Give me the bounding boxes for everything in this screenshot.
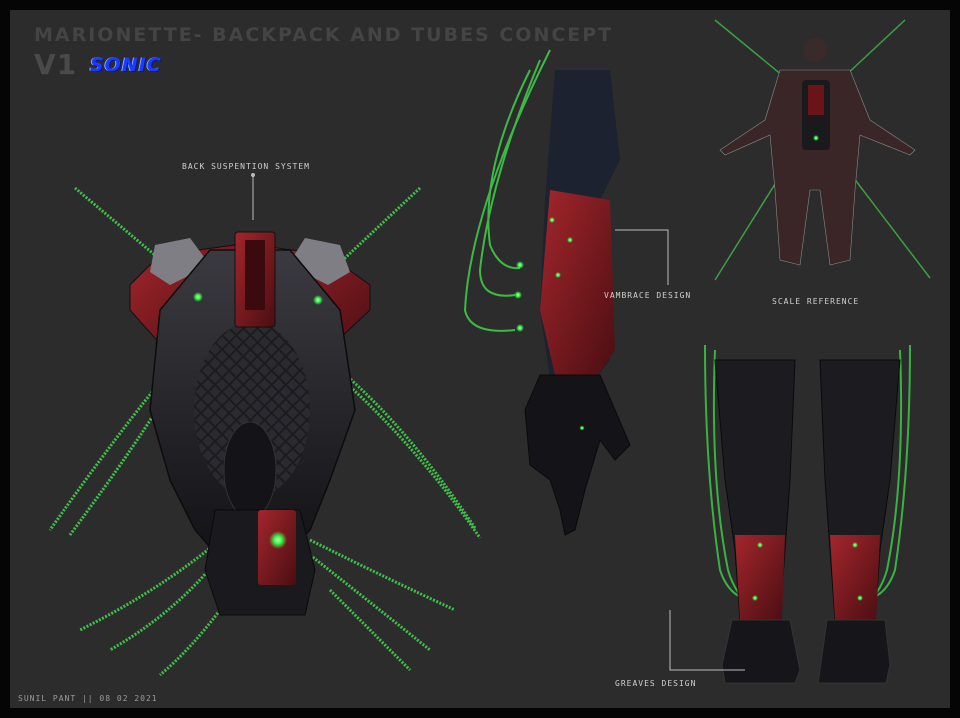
right-shoulder-light: [313, 295, 323, 305]
left-greave-light-2: [752, 595, 758, 601]
callout-greaves: GREAVES DESIGN: [615, 679, 697, 688]
callout-line-greaves: [669, 610, 745, 671]
artist-credit: SUNIL PANT || 08 02 2021: [18, 694, 158, 703]
left-greave-light-1: [757, 542, 763, 548]
figure-head: [803, 38, 827, 62]
greaves-render: [704, 344, 911, 684]
scale-reference-render: [714, 19, 931, 281]
left-shoulder-cap: [150, 238, 210, 285]
figure-backpack-spine: [808, 85, 824, 115]
left-shoulder-light: [193, 292, 203, 302]
version-label: V1: [34, 48, 78, 81]
callout-line-vambrace: [615, 229, 669, 285]
figure-body: [719, 69, 916, 266]
artwork-canvas: [48, 19, 931, 684]
left-boot: [721, 619, 801, 684]
callout-back-suspension: BACK SUSPENTION SYSTEM: [182, 162, 310, 171]
right-greave-light-2: [857, 595, 863, 601]
glove-light: [579, 425, 585, 431]
callout-vambrace: VAMBRACE DESIGN: [604, 291, 692, 300]
spine-slot: [245, 240, 265, 310]
center-pod: [223, 421, 277, 519]
arm-light-2: [555, 272, 561, 278]
arm-tubes: [463, 49, 551, 332]
left-greave-armor: [735, 535, 785, 620]
core-light: [269, 531, 287, 549]
callout-dot-back-suspension: [251, 173, 255, 177]
right-shoulder-cap: [288, 238, 350, 285]
arm-light-1: [549, 217, 555, 223]
arm-light-4: [516, 261, 524, 269]
backpack-render: [48, 186, 482, 677]
callout-scale-reference: SCALE REFERENCE: [772, 297, 860, 306]
forearm-armor: [540, 190, 615, 380]
page-title: MARIONETTE- BACKPACK AND TUBES CONCEPT: [34, 24, 614, 46]
arm-light-6: [516, 324, 524, 332]
right-boot: [817, 619, 891, 684]
figure-core-light: [813, 135, 819, 141]
mesh-panel: [194, 322, 310, 498]
right-greave-light-1: [852, 542, 858, 548]
vambrace-render: [463, 49, 631, 536]
right-greave-armor: [830, 535, 880, 620]
arm-light-5: [514, 291, 522, 299]
glove-hand: [524, 374, 631, 536]
arm-light-3: [567, 237, 573, 243]
concept-sheet: MARIONETTE- BACKPACK AND TUBES CONCEPT V…: [10, 10, 950, 708]
backpack-tubes: [48, 186, 482, 677]
sonic-logo: SONIC: [90, 54, 162, 76]
